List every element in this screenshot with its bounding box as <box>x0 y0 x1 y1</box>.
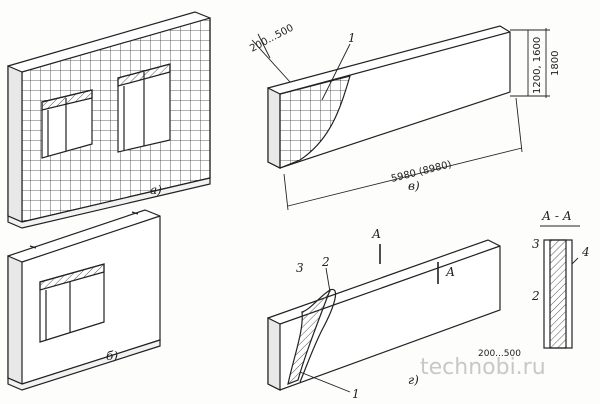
panel-v-grid <box>279 75 351 169</box>
fig-label-b: б) <box>106 349 118 363</box>
panel-g-cutaway <box>287 288 332 385</box>
panel-b <box>7 209 161 391</box>
section-mark-left: А <box>371 227 381 241</box>
dim-length: 5980 (8980) <box>390 159 453 185</box>
callout-3-g: 3 <box>296 261 304 275</box>
section-callout-2: 2 <box>531 289 540 303</box>
fig-label-v: в) <box>408 179 420 193</box>
callout-1-v: 1 <box>348 31 356 45</box>
dim-width-range: 200...500 <box>248 23 295 55</box>
panel-a <box>7 11 211 229</box>
fig-label-g: г) <box>408 373 419 387</box>
callout-1-g: 1 <box>352 387 360 401</box>
section-callout-4: 4 <box>581 245 590 259</box>
section-title: А - А <box>541 209 572 223</box>
panel-a-edge <box>7 65 23 223</box>
dim-line-length <box>287 147 523 207</box>
panel-g <box>267 239 501 393</box>
watermark-text: technobi.ru <box>420 355 546 380</box>
fig-label-a: а) <box>150 183 162 197</box>
dim-height-range: 1200, 1600 <box>532 37 543 94</box>
dim-height-total: 1800 <box>550 51 561 76</box>
panel-v <box>251 25 550 211</box>
bottom-dim: 200...500 <box>478 349 521 359</box>
section-mark-right: А <box>445 265 455 279</box>
callout-2-g: 2 <box>321 255 330 269</box>
section-callout-3: 3 <box>532 237 540 251</box>
section-aa <box>540 225 580 349</box>
